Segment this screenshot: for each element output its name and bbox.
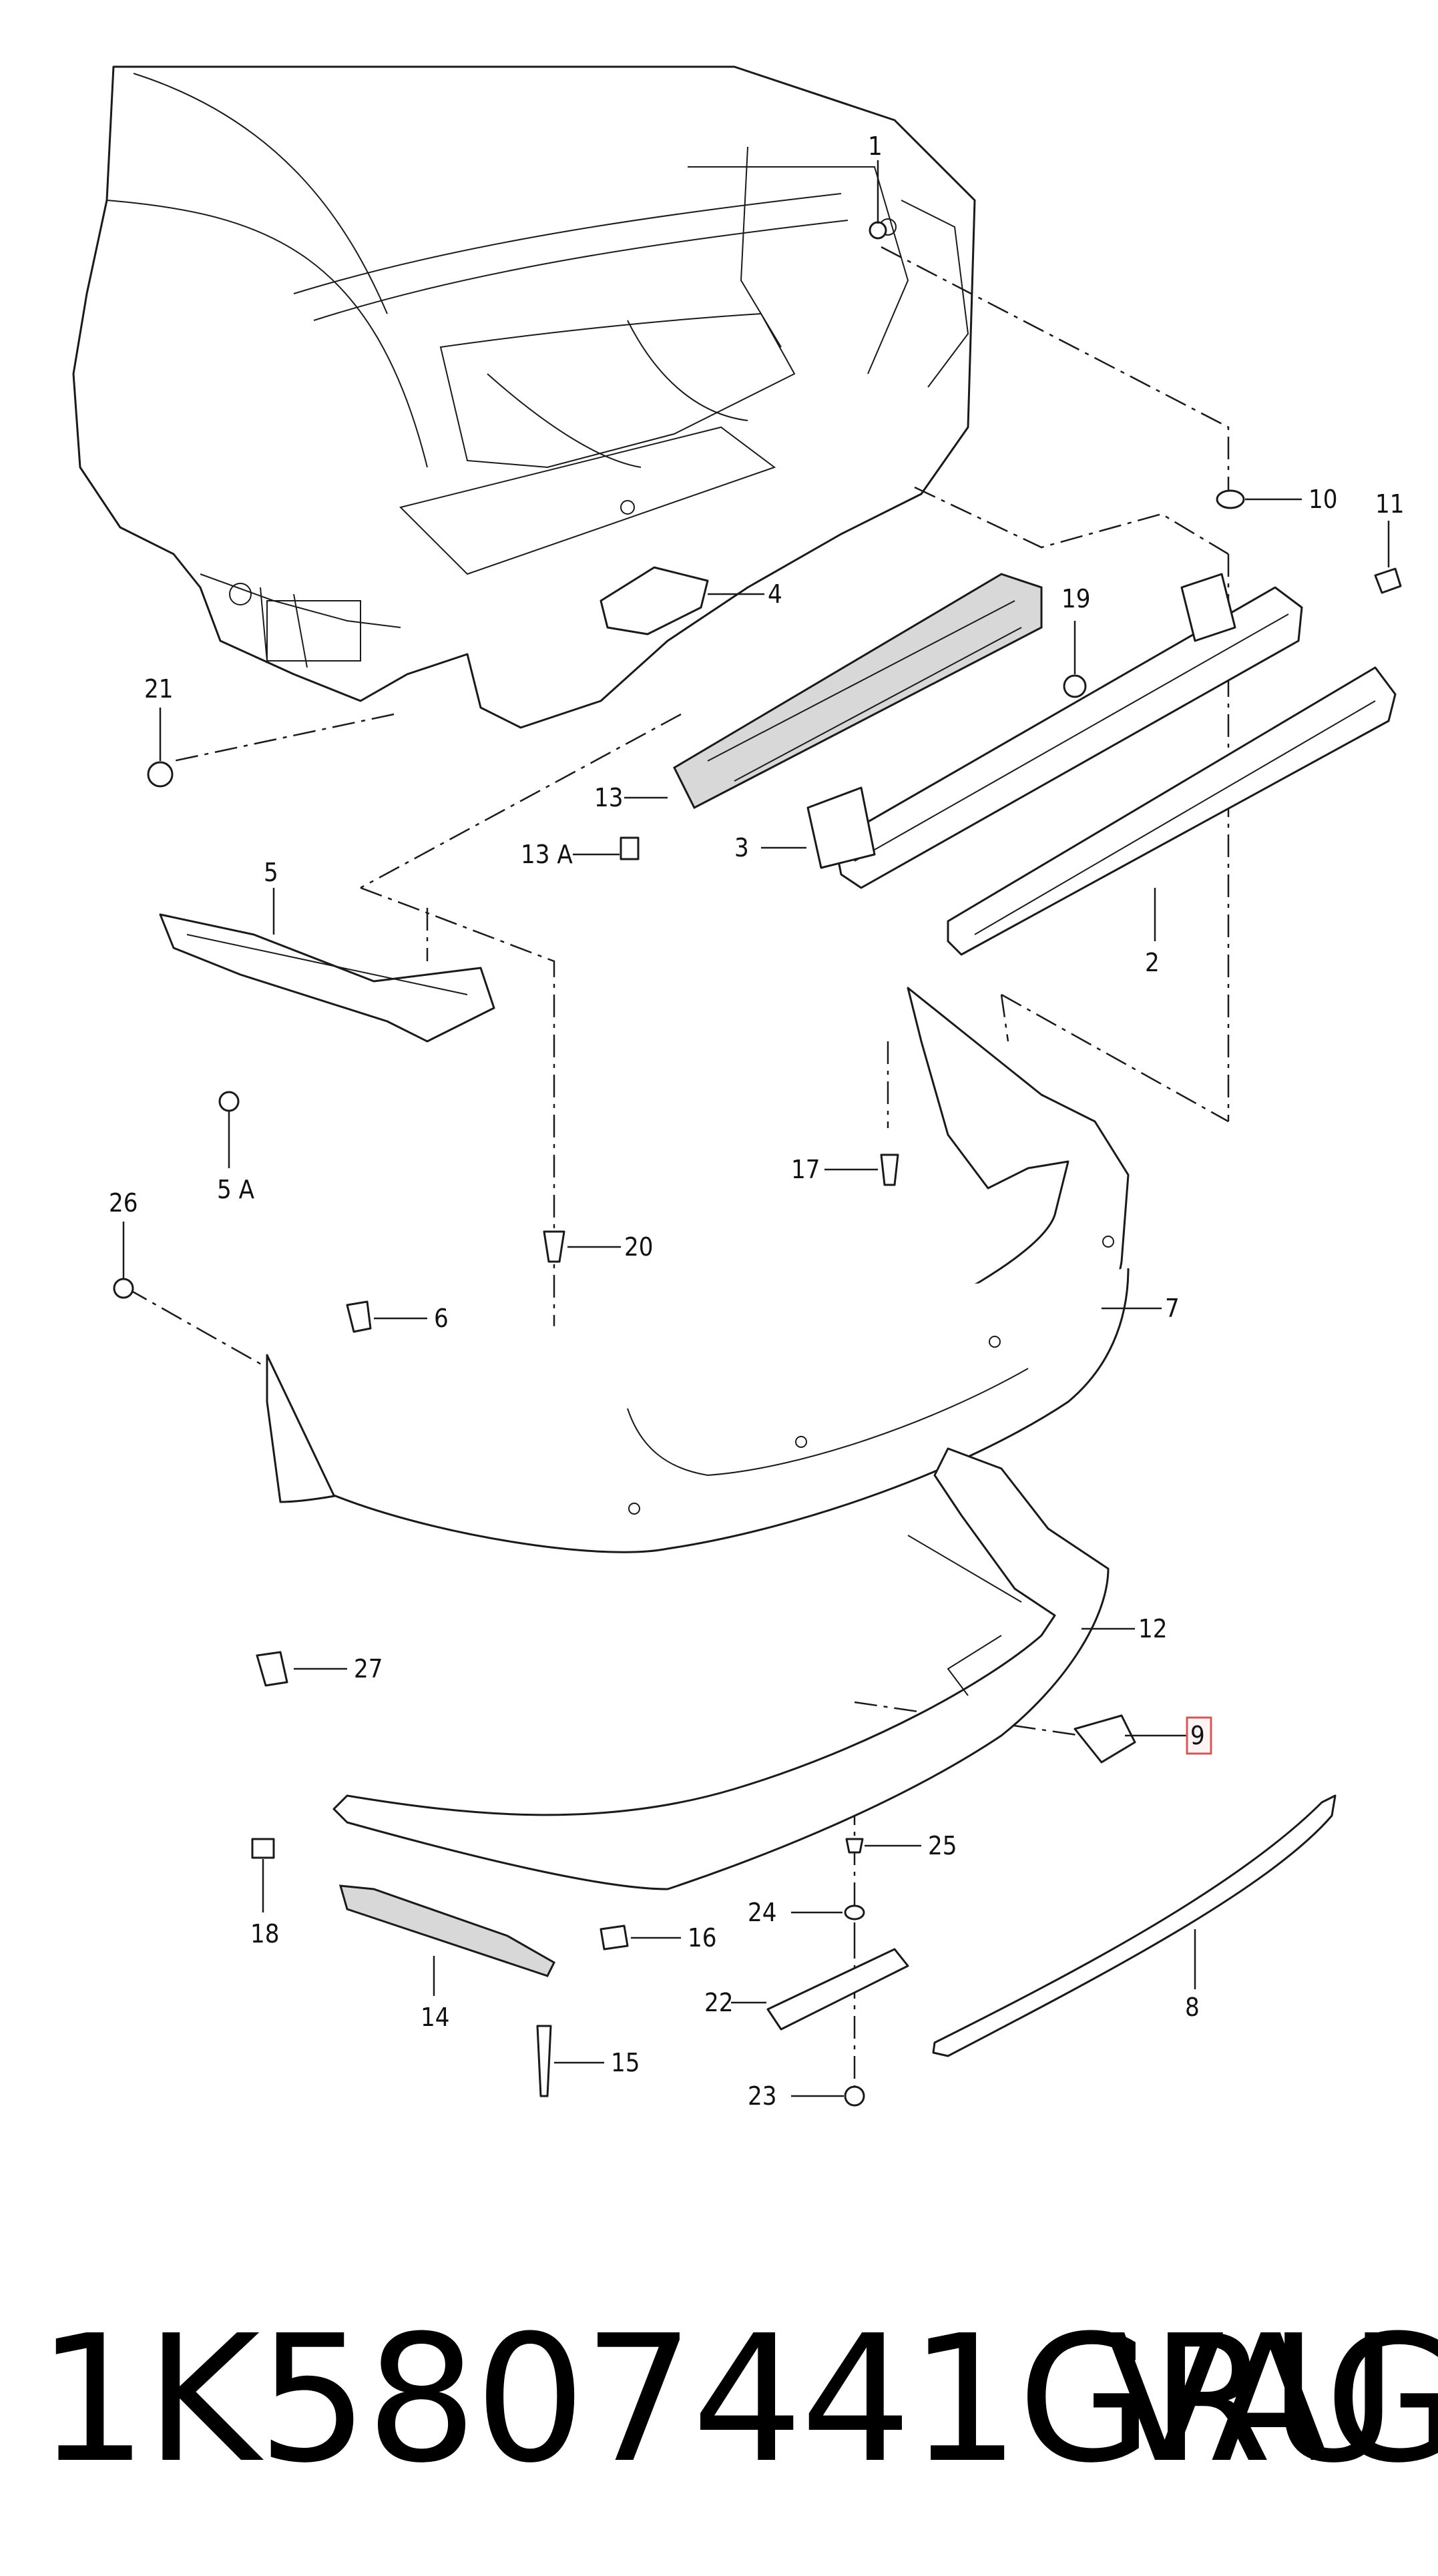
highlight-box-9 <box>1186 1716 1212 1755</box>
part-11-bolt: 11 <box>1374 489 1405 594</box>
brand-text: VAG <box>1105 2298 1438 2501</box>
part-info-footer: 1K5807441GRU VAG <box>0 2260 1438 2540</box>
callout-3: 3 <box>734 833 749 862</box>
part-2-absorber: 2 <box>947 666 1397 977</box>
part-9-bracket: 9 <box>1073 1714 1212 1764</box>
callout-6: 6 <box>434 1304 449 1333</box>
callout-17: 17 <box>791 1155 820 1184</box>
part-15-rod: 15 <box>536 2025 640 2097</box>
part-13a-clip: 13 A <box>521 836 640 869</box>
callout-22: 22 <box>704 1988 734 2017</box>
part-18-clip: 18 <box>250 1838 280 1949</box>
callout-18: 18 <box>250 1919 280 1949</box>
part-12-diffuser: 12 <box>332 1447 1168 1890</box>
part-16-clip: 16 <box>600 1923 717 1953</box>
part-7-bumper-cover: 7 <box>266 987 1180 1553</box>
callout-10: 10 <box>1308 485 1338 514</box>
callout-16: 16 <box>688 1923 717 1953</box>
part-13-grille: 13 <box>594 573 1043 812</box>
part-24-washer: 24 <box>748 1898 865 1927</box>
callout-9: 9 <box>1190 1721 1205 1750</box>
callout-23: 23 <box>748 2081 777 2111</box>
part-20-screw: 20 <box>543 1230 654 1263</box>
callout-21: 21 <box>144 674 174 704</box>
car-body-rear <box>72 65 976 729</box>
part-4-bracket: 4 <box>600 566 782 635</box>
callout-15: 15 <box>611 2048 640 2077</box>
callout-13a: 13 A <box>521 840 573 869</box>
callout-1: 1 <box>868 132 883 161</box>
callout-12: 12 <box>1138 1614 1168 1643</box>
part-8-chrome-strip: 8 <box>932 1794 1337 2057</box>
callout-26: 26 <box>109 1188 138 1218</box>
part-5-guide-bracket: 5 <box>159 858 495 1043</box>
callout-11: 11 <box>1375 489 1405 519</box>
part-14-trim: 14 <box>338 1884 555 2032</box>
callout-4: 4 <box>768 579 782 609</box>
part-6-bracket: 6 <box>346 1300 449 1333</box>
callout-7: 7 <box>1165 1294 1180 1323</box>
callout-2: 2 <box>1145 948 1160 977</box>
part-21-nut: 21 <box>144 674 174 788</box>
part-19-nut: 19 <box>1061 584 1091 698</box>
callout-13: 13 <box>594 783 624 812</box>
callout-5a: 5 A <box>217 1175 255 1204</box>
callout-19: 19 <box>1061 584 1091 613</box>
part-1-nut: 1 <box>868 132 887 240</box>
part-26-clip: 26 <box>109 1188 138 1299</box>
part-number-text: 1K5807441GRU <box>37 2298 1397 2501</box>
callout-5: 5 <box>264 858 278 887</box>
part-25-spring-nut: 25 <box>845 1831 957 1860</box>
part-5a-screw: 5 A <box>217 1091 255 1204</box>
part-3-impact-beam: 3 <box>734 573 1303 889</box>
part-22-tow-cover: 22 <box>704 1948 909 2031</box>
callout-24: 24 <box>748 1898 777 1927</box>
part-27-clip: 27 <box>256 1651 383 1687</box>
callout-14: 14 <box>421 2003 450 2032</box>
part-17-clip: 17 <box>791 1153 899 1186</box>
callout-8: 8 <box>1185 1993 1200 2022</box>
callout-27: 27 <box>354 1654 383 1684</box>
callout-20: 20 <box>624 1232 654 1262</box>
part-10-spacer: 10 <box>1216 485 1338 514</box>
exploded-parts-diagram: 1 10 11 4 21 19 13 13 A <box>72 65 1405 2111</box>
callout-25: 25 <box>928 1831 957 1860</box>
part-23-screw: 23 <box>748 2081 865 2111</box>
